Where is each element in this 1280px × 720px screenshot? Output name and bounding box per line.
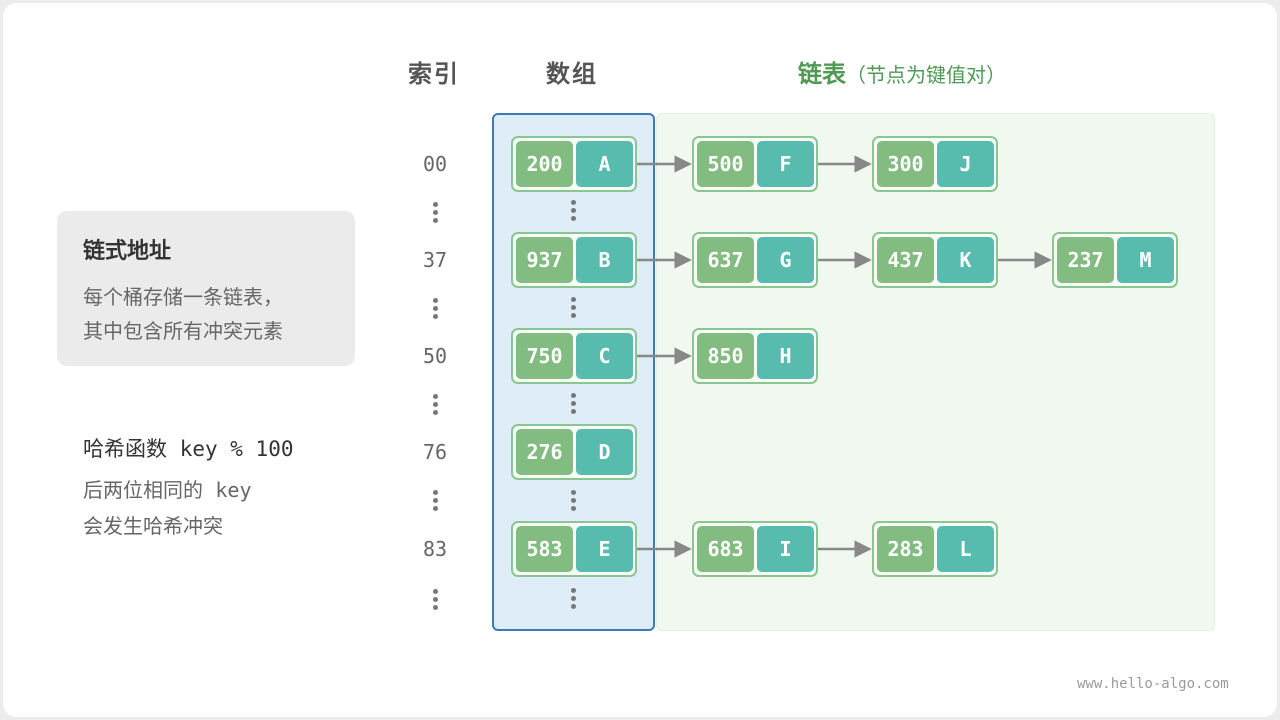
index-header: 索引 xyxy=(408,60,460,88)
bucket-node: 583 E xyxy=(511,521,637,577)
ellipsis-icon xyxy=(433,589,439,613)
chain-node: 283 L xyxy=(872,521,998,577)
hash-note-line-2: 会发生哈希冲突 xyxy=(83,514,223,538)
list-header: 链表（节点为键值对） xyxy=(798,54,1006,89)
index-label: 83 xyxy=(422,537,448,561)
node-value: J xyxy=(937,141,994,187)
node-value: C xyxy=(576,333,633,379)
hash-function-code: key % 100 xyxy=(179,437,294,461)
hash-note-text: 后两位相同的 xyxy=(83,478,203,502)
node-key: 937 xyxy=(516,237,573,283)
node-key: 276 xyxy=(516,429,573,475)
bucket-node: 200 A xyxy=(511,136,637,192)
hash-function-label: 哈希函数 xyxy=(83,437,167,461)
node-key: 750 xyxy=(516,333,573,379)
ellipsis-icon xyxy=(571,588,577,612)
node-value: F xyxy=(757,141,814,187)
node-key: 300 xyxy=(877,141,934,187)
node-value: E xyxy=(576,526,633,572)
node-key: 850 xyxy=(697,333,754,379)
chain-node: 637 G xyxy=(692,232,818,288)
node-key: 200 xyxy=(516,141,573,187)
node-value: M xyxy=(1117,237,1174,283)
description-line-1: 每个桶存储一条链表， xyxy=(83,285,283,309)
chain-node: 237 M xyxy=(1052,232,1178,288)
ellipsis-icon xyxy=(433,202,439,226)
ellipsis-icon xyxy=(571,200,577,224)
node-key: 500 xyxy=(697,141,754,187)
node-value: L xyxy=(937,526,994,572)
index-label: 76 xyxy=(422,440,448,464)
ellipsis-icon xyxy=(571,297,577,321)
list-header-title: 链表 xyxy=(798,60,846,88)
hash-function-title: 哈希函数 key % 100 xyxy=(83,433,293,463)
bucket-node: 750 C xyxy=(511,328,637,384)
node-value: K xyxy=(937,237,994,283)
hash-note-line-1: 后两位相同的 key xyxy=(83,472,251,508)
node-value: H xyxy=(757,333,814,379)
node-key: 283 xyxy=(877,526,934,572)
watermark: www.hello-algo.com xyxy=(1077,676,1229,692)
hash-note-code: key xyxy=(215,478,252,502)
node-value: A xyxy=(576,141,633,187)
chain-node: 683 I xyxy=(692,521,818,577)
bucket-node: 276 D xyxy=(511,424,637,480)
array-header: 数组 xyxy=(546,60,598,88)
node-value: D xyxy=(576,429,633,475)
chain-node: 437 K xyxy=(872,232,998,288)
index-label: 00 xyxy=(422,152,448,176)
description-line-2: 其中包含所有冲突元素 xyxy=(83,319,283,343)
ellipsis-icon xyxy=(433,394,439,418)
list-header-subtitle: （节点为键值对） xyxy=(846,63,1006,87)
node-value: I xyxy=(757,526,814,572)
node-key: 237 xyxy=(1057,237,1114,283)
index-label: 37 xyxy=(422,248,448,272)
chain-node: 850 H xyxy=(692,328,818,384)
node-value: G xyxy=(757,237,814,283)
description-box xyxy=(57,211,355,366)
node-key: 437 xyxy=(877,237,934,283)
node-value: B xyxy=(576,237,633,283)
node-key: 683 xyxy=(697,526,754,572)
ellipsis-icon xyxy=(571,490,577,514)
chain-node: 500 F xyxy=(692,136,818,192)
ellipsis-icon xyxy=(571,393,577,417)
node-key: 583 xyxy=(516,526,573,572)
chain-node: 300 J xyxy=(872,136,998,192)
node-key: 637 xyxy=(697,237,754,283)
bucket-node: 937 B xyxy=(511,232,637,288)
description-title: 链式地址 xyxy=(83,239,172,264)
ellipsis-icon xyxy=(433,490,439,514)
ellipsis-icon xyxy=(433,298,439,322)
index-label: 50 xyxy=(422,344,448,368)
